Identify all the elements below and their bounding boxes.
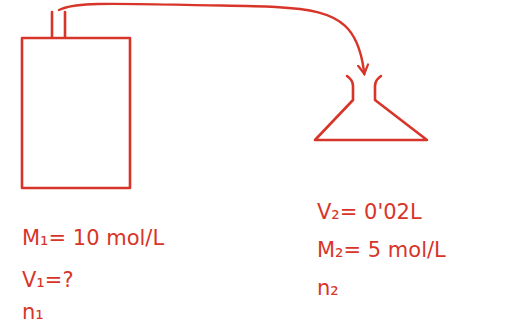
flask-outline	[315, 78, 427, 142]
quantity-label: M₂= 5 mol/L	[317, 240, 446, 261]
quantity-label: M₁= 10 mol/L	[22, 228, 164, 249]
quantity-label: V₁=?	[22, 270, 74, 291]
quantity-label: n₁	[22, 302, 44, 323]
erlenmeyer-flask: V₂= 0'02LM₂= 5 mol/Ln₂	[315, 78, 427, 142]
bottle-outline	[22, 12, 132, 190]
quantity-label: n₂	[317, 278, 339, 299]
stock-bottle: M₁= 10 mol/LV₁=?n₁	[22, 12, 132, 190]
quantity-label: V₂= 0'02L	[317, 202, 422, 223]
